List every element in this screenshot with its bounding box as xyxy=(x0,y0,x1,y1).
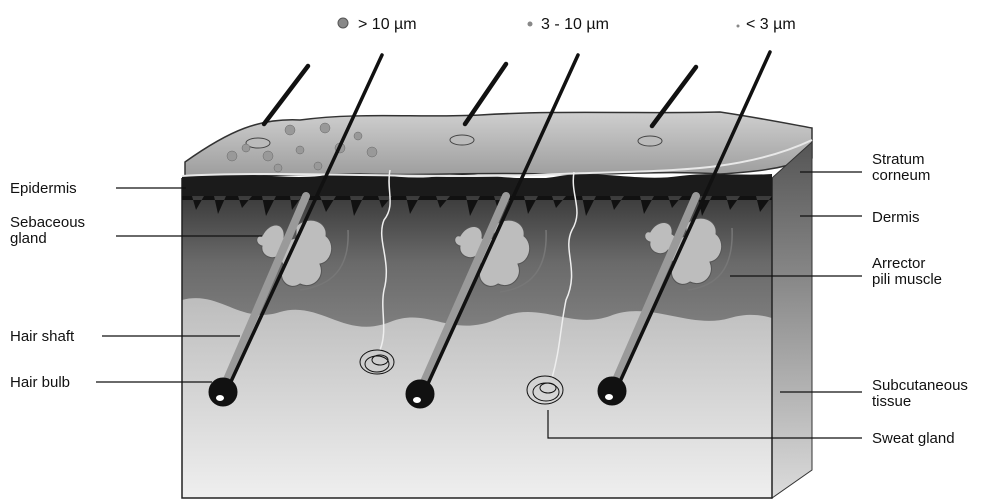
label-sebaceous-line1: Sebaceous xyxy=(10,214,85,231)
label-dermis: Dermis xyxy=(872,209,920,226)
label-sebaceous-line2: gland xyxy=(10,230,47,247)
particle-large-label: > 10 µm xyxy=(358,16,417,33)
label-stratum-line2: corneum xyxy=(872,167,930,184)
particle-medium-label: 3 - 10 µm xyxy=(541,16,609,33)
label-stratum-line1: Stratum xyxy=(872,151,925,168)
label-arrector-line2: pili muscle xyxy=(872,271,942,288)
particle-small-icon xyxy=(737,25,740,28)
label-epidermis: Epidermis xyxy=(10,180,77,197)
particle-legend: > 10 µm 3 - 10 µm < 3 µm xyxy=(338,16,796,33)
particle-medium-icon xyxy=(528,22,533,27)
label-sweat-gland: Sweat gland xyxy=(872,430,955,447)
block-side-face xyxy=(772,142,812,498)
label-subcutaneous-line2: tissue xyxy=(872,393,911,410)
label-subcutaneous-line1: Subcutaneous xyxy=(872,377,968,394)
subcutaneous-layer xyxy=(182,298,772,498)
particle-large-icon xyxy=(338,18,348,28)
epidermis-layer xyxy=(182,173,772,196)
label-arrector-line1: Arrector xyxy=(872,255,925,272)
label-hair-bulb: Hair bulb xyxy=(10,374,70,391)
label-hair-shaft: Hair shaft xyxy=(10,328,75,345)
particle-small-label: < 3 µm xyxy=(746,16,796,33)
